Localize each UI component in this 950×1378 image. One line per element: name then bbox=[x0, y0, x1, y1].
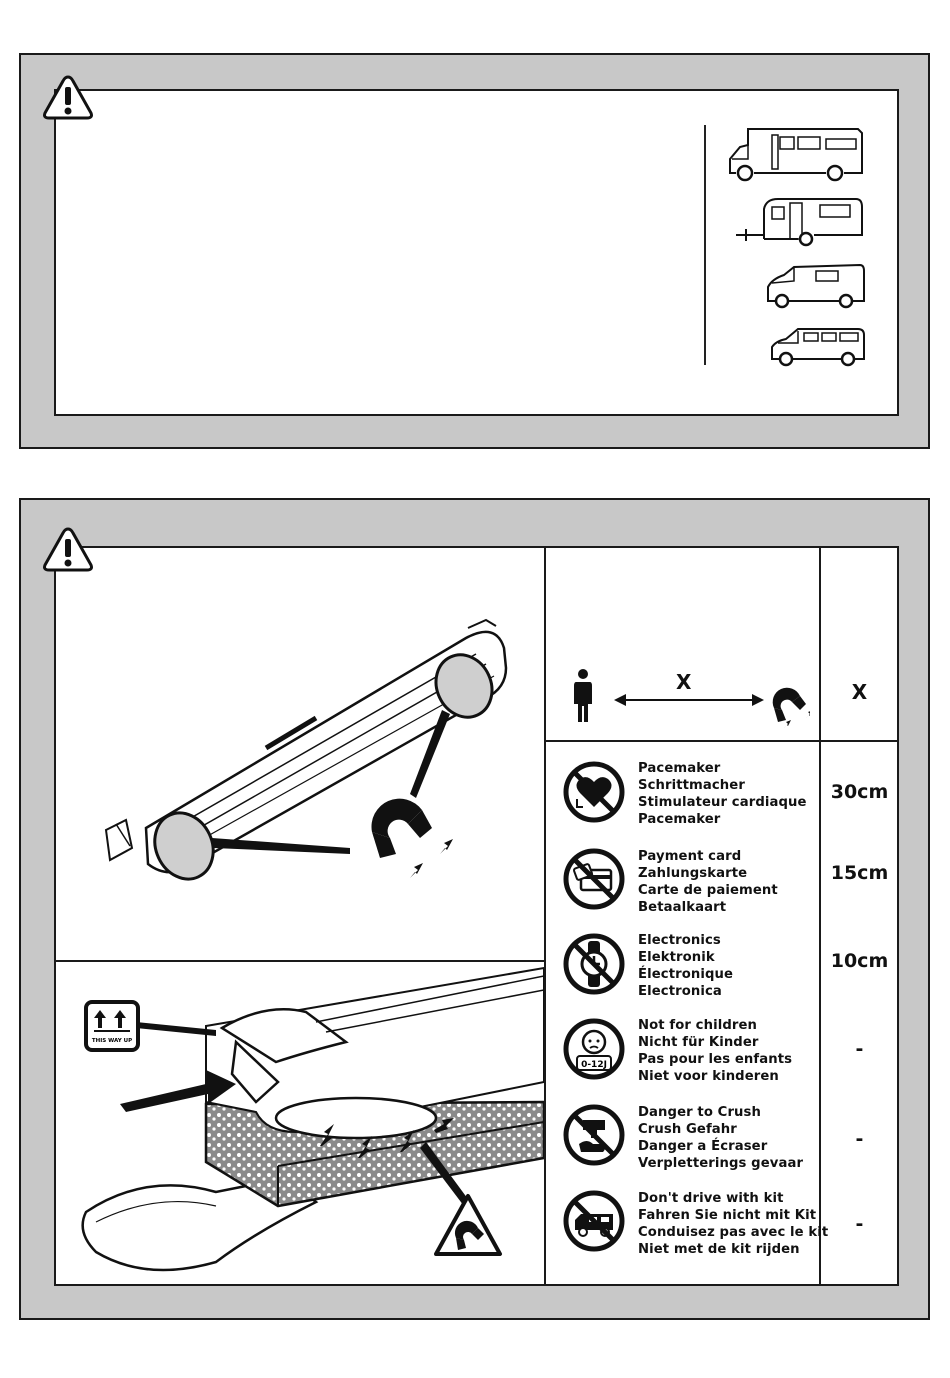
electronics-prohibited-icon bbox=[563, 933, 625, 995]
hazard-label: Schrittmacher bbox=[638, 778, 745, 793]
hazard-label: Niet voor kinderen bbox=[638, 1069, 779, 1084]
direction-arrow bbox=[120, 1070, 236, 1112]
hazard-label: Niet met de kit rijden bbox=[638, 1242, 800, 1257]
magnet-pad bbox=[274, 1096, 438, 1140]
hazard-label: Carte de paiement bbox=[638, 883, 778, 898]
hazard-label: Not for children bbox=[638, 1018, 758, 1033]
hazard-distance: - bbox=[855, 1038, 864, 1060]
minibus-icon bbox=[771, 328, 865, 367]
van-icon bbox=[767, 263, 865, 309]
distance-diagram bbox=[574, 669, 810, 728]
caravan-icon bbox=[736, 198, 863, 247]
hazard-label: Nicht für Kinder bbox=[638, 1035, 759, 1050]
hazard-label: Zahlungskarte bbox=[638, 866, 748, 881]
table-divider-right bbox=[819, 548, 821, 1284]
magnet-safety-box: X X Pacemaker Schrittmacher Stimulateur … bbox=[54, 546, 899, 1286]
hazard-label: Pacemaker bbox=[638, 761, 721, 776]
vehicle-compatibility-panel bbox=[19, 53, 930, 449]
protective-mat bbox=[81, 1176, 319, 1272]
table-header-divider bbox=[546, 740, 897, 742]
hazard-distance: - bbox=[855, 1213, 864, 1235]
illustration-divider bbox=[56, 960, 546, 962]
hazard-label: Betaalkaart bbox=[638, 900, 727, 915]
hazard-label: Danger to Crush bbox=[638, 1105, 761, 1120]
hazard-label: Fahren Sie nicht mit Kit bbox=[638, 1208, 817, 1223]
hazard-distance: 15cm bbox=[830, 862, 889, 884]
this-way-up-text: THIS WAY UP bbox=[92, 1038, 132, 1044]
distance-x-label: X bbox=[676, 670, 692, 694]
magnet-icon bbox=[371, 798, 453, 878]
magnet-safety-panel: X X Pacemaker Schrittmacher Stimulateur … bbox=[19, 498, 930, 1320]
hazard-distance: - bbox=[855, 1128, 864, 1150]
hazard-label: Stimulateur cardiaque bbox=[638, 795, 807, 810]
warning-triangle-icon bbox=[43, 527, 93, 572]
children-prohibited-icon: 0-12J bbox=[563, 1018, 625, 1080]
hazard-label: Verpletterings gevaar bbox=[638, 1156, 804, 1171]
warning-triangle-icon bbox=[43, 75, 93, 120]
hazard-label: Electronica bbox=[638, 984, 722, 999]
no-driving-with-kit-icon bbox=[563, 1190, 625, 1252]
bar-end-cap bbox=[205, 966, 544, 1140]
distance-column-header: X bbox=[851, 680, 868, 704]
table-divider-left bbox=[544, 548, 546, 1284]
person-icon bbox=[574, 669, 592, 722]
hazard-label: Conduisez pas avec le kit bbox=[638, 1225, 829, 1240]
pacemaker-prohibited-icon bbox=[563, 761, 625, 823]
crush-hazard-icon bbox=[563, 1104, 625, 1166]
hazard-label: Crush Gefahr bbox=[638, 1122, 737, 1137]
this-way-up-icon: THIS WAY UP bbox=[84, 1000, 140, 1052]
motorhome-icon bbox=[729, 128, 863, 182]
hazard-distance: 10cm bbox=[830, 950, 889, 972]
magnet-pad bbox=[434, 653, 494, 719]
hazard-label: Électronique bbox=[638, 967, 734, 982]
payment-card-prohibited-icon bbox=[563, 848, 625, 910]
hazard-label: Electronics bbox=[638, 933, 721, 948]
magnetic-roof-bar-illustration bbox=[104, 618, 508, 881]
magnetic-field-lines bbox=[320, 1118, 454, 1158]
hazard-label: Pacemaker bbox=[638, 812, 721, 827]
hazard-distance: 30cm bbox=[830, 781, 889, 803]
hazard-label: Danger a Écraser bbox=[638, 1139, 768, 1154]
magnet-icon bbox=[772, 687, 810, 728]
hazard-label: Pas pour les enfants bbox=[638, 1052, 793, 1067]
vehicle-compatibility-box bbox=[54, 89, 899, 416]
magnet-pad bbox=[153, 811, 215, 881]
hazard-label: Payment card bbox=[638, 849, 742, 864]
age-range-badge: 0-12J bbox=[581, 1060, 607, 1070]
magnet-warning-icon bbox=[434, 1194, 502, 1256]
divider-line bbox=[704, 125, 706, 365]
hazard-label: Don't drive with kit bbox=[638, 1191, 784, 1206]
hazard-label: Elektronik bbox=[638, 950, 715, 965]
magnet-foot-closeup-illustration: THIS WAY UP bbox=[81, 966, 544, 1272]
